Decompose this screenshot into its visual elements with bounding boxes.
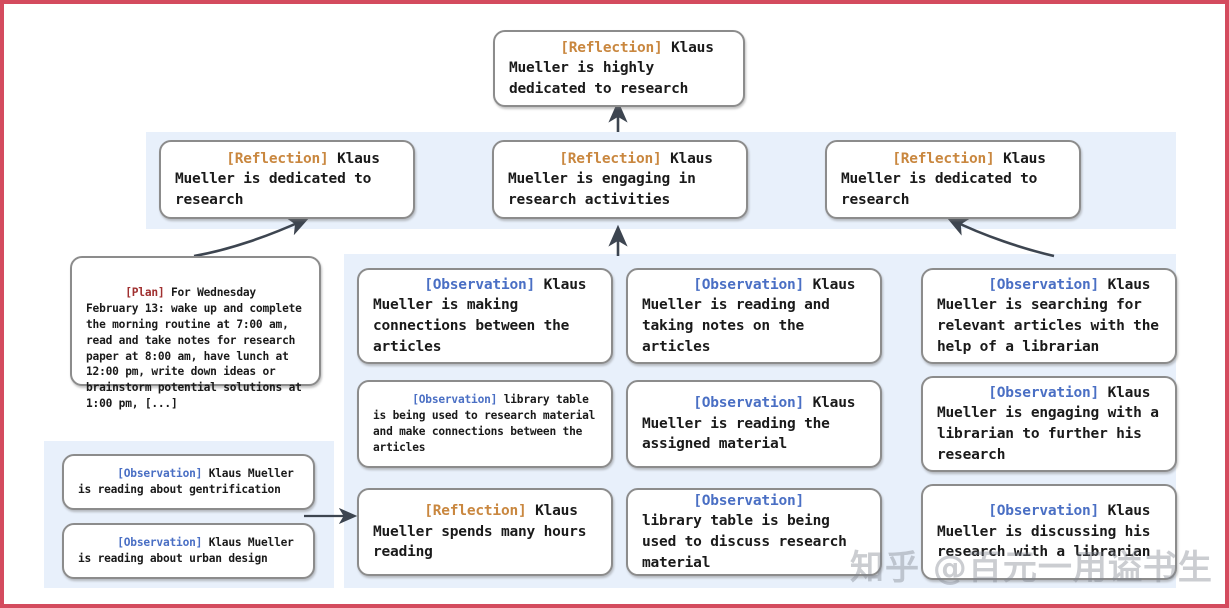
col3-node-1[interactable]: [Observation] Klaus Mueller is searching…: [921, 268, 1177, 364]
col2-node-2[interactable]: [Observation] Klaus Mueller is reading t…: [626, 380, 882, 468]
root-reflection-text: Klaus Mueller is highly dedicated to res…: [509, 39, 723, 97]
reflection-text: Klaus Mueller is dedicated to research: [841, 150, 1055, 208]
observation-text: library table is being used to discuss r…: [642, 492, 856, 571]
observation-text: Klaus Mueller is reading about urban des…: [78, 536, 301, 565]
observation-tag: [Observation]: [424, 276, 536, 293]
reflection-node-3[interactable]: [Reflection] Klaus Mueller is dedicated …: [825, 140, 1081, 219]
col1-node-2[interactable]: [Observation] library table is being use…: [357, 380, 613, 468]
observation-text: library table is being used to research …: [373, 393, 602, 454]
reflection-tag: [Reflection]: [424, 503, 527, 520]
observation-text: Klaus Mueller is engaging with a librari…: [937, 384, 1168, 463]
observation-tag: [Observation]: [988, 384, 1100, 401]
reflection-text: Klaus Mueller is dedicated to research: [175, 150, 389, 208]
observation-tag: [Observation]: [693, 395, 805, 412]
col1-node-3[interactable]: [Reflection] Klaus Mueller spends many h…: [357, 488, 613, 576]
reflection-tag: [Reflection]: [226, 150, 329, 167]
col2-node-1[interactable]: [Observation] Klaus Mueller is reading a…: [626, 268, 882, 364]
observation-tag: [Observation]: [117, 467, 203, 481]
observation-tag: [Observation]: [117, 536, 203, 550]
observation-text: Klaus Mueller is reading about gentrific…: [78, 467, 301, 496]
reflection-node-2[interactable]: [Reflection] Klaus Mueller is engaging i…: [492, 140, 748, 219]
col1-node-1[interactable]: [Observation] Klaus Mueller is making co…: [357, 268, 613, 364]
observation-text: Klaus Mueller is discussing his research…: [937, 503, 1159, 561]
reflection-node-1[interactable]: [Reflection] Klaus Mueller is dedicated …: [159, 140, 415, 219]
plan-text: For Wednesday February 13: wake up and c…: [86, 285, 309, 411]
observation-tag: [Observation]: [412, 393, 498, 407]
reflection-tag: [Reflection]: [559, 150, 662, 167]
reflection-text: Klaus Mueller spends many hours reading: [373, 503, 595, 561]
observation-tag: [Observation]: [693, 492, 805, 509]
col2-node-3[interactable]: [Observation] library table is being use…: [626, 488, 882, 576]
root-reflection-node[interactable]: [Reflection] Klaus Mueller is highly ded…: [493, 30, 745, 107]
observation-tag: [Observation]: [988, 503, 1100, 520]
observation-text: Klaus Mueller is making connections betw…: [373, 276, 595, 355]
reflection-tag: [Reflection]: [560, 39, 663, 56]
observation-text: Klaus Mueller is reading the assigned ma…: [642, 395, 864, 453]
reflection-text: Klaus Mueller is engaging in research ac…: [508, 150, 722, 208]
plan-node[interactable]: [Plan] For Wednesday February 13: wake u…: [70, 256, 321, 410]
observation-text: Klaus Mueller is searching for relevant …: [937, 276, 1168, 355]
left-observation-node-2[interactable]: [Observation] Klaus Mueller is reading a…: [62, 523, 315, 579]
plan-tag: [Plan]: [125, 285, 165, 299]
observation-text: Klaus Mueller is reading and taking note…: [642, 276, 864, 355]
observation-tag: [Observation]: [988, 276, 1100, 293]
observation-tag: [Observation]: [693, 276, 805, 293]
col3-node-3[interactable]: [Observation] Klaus Mueller is discussin…: [921, 484, 1177, 580]
left-observation-node-1[interactable]: [Observation] Klaus Mueller is reading a…: [62, 454, 315, 510]
col3-node-2[interactable]: [Observation] Klaus Mueller is engaging …: [921, 376, 1177, 472]
reflection-tag: [Reflection]: [892, 150, 995, 167]
